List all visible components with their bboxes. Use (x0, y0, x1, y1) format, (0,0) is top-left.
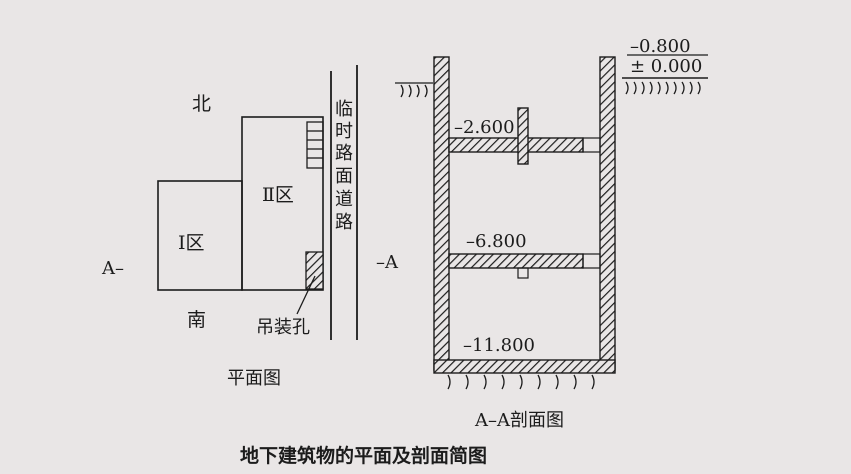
zone-2-label: Ⅱ区 (262, 184, 294, 206)
stair-marks (306, 121, 324, 169)
right-wall (599, 56, 616, 371)
section-title: A–A剖面图 (474, 410, 564, 431)
slab-level-2-gap (582, 253, 601, 269)
south-label: 南 (187, 309, 206, 331)
ground-level-label: ± 0.000 (630, 56, 702, 77)
level-2-label: –6.800 (466, 231, 527, 252)
svg-text:面: 面 (335, 166, 353, 187)
column-level-2 (517, 267, 529, 279)
base-soil-symbols (447, 374, 595, 390)
zone-1-label: Ⅰ区 (178, 232, 205, 254)
ground-level-top-label: –0.800 (630, 36, 691, 57)
section-view: –A –0.800 ± 0.000 –2.600 –6.800 (376, 36, 708, 431)
hoist-leader (296, 275, 316, 315)
zone-2-outline (241, 116, 324, 291)
soil-symbol-right (625, 81, 701, 95)
svg-text:路: 路 (335, 212, 353, 233)
hoist-label: 吊装孔 (256, 317, 310, 338)
svg-text:临: 临 (335, 99, 353, 120)
level-3-label: –11.800 (463, 335, 535, 356)
section-marker-right: –A (376, 252, 399, 273)
plan-title: 平面图 (227, 368, 281, 389)
left-wall (433, 56, 450, 371)
hoist-hole (305, 251, 324, 290)
soil-symbol-left (395, 82, 433, 98)
slab-level-2 (448, 253, 584, 269)
svg-text:路: 路 (335, 143, 353, 164)
section-marker-left: A– (101, 258, 124, 279)
figure-caption: 地下建筑物的平面及剖面简图 (240, 444, 487, 467)
road-label: 临 时 路 面 道 路 (335, 99, 353, 233)
slab-level-1 (448, 137, 584, 153)
column-level-1 (517, 107, 529, 165)
level-1-label: –2.600 (454, 117, 515, 138)
slab-level-1-gap (582, 137, 601, 153)
svg-text:时: 时 (335, 121, 353, 142)
plan-view: 北 Ⅰ区 Ⅱ区 吊装孔 临 时 路 面 道 路 南 A– (101, 65, 358, 389)
base-slab (433, 359, 616, 374)
svg-text:道: 道 (335, 189, 353, 210)
north-label: 北 (192, 93, 211, 115)
